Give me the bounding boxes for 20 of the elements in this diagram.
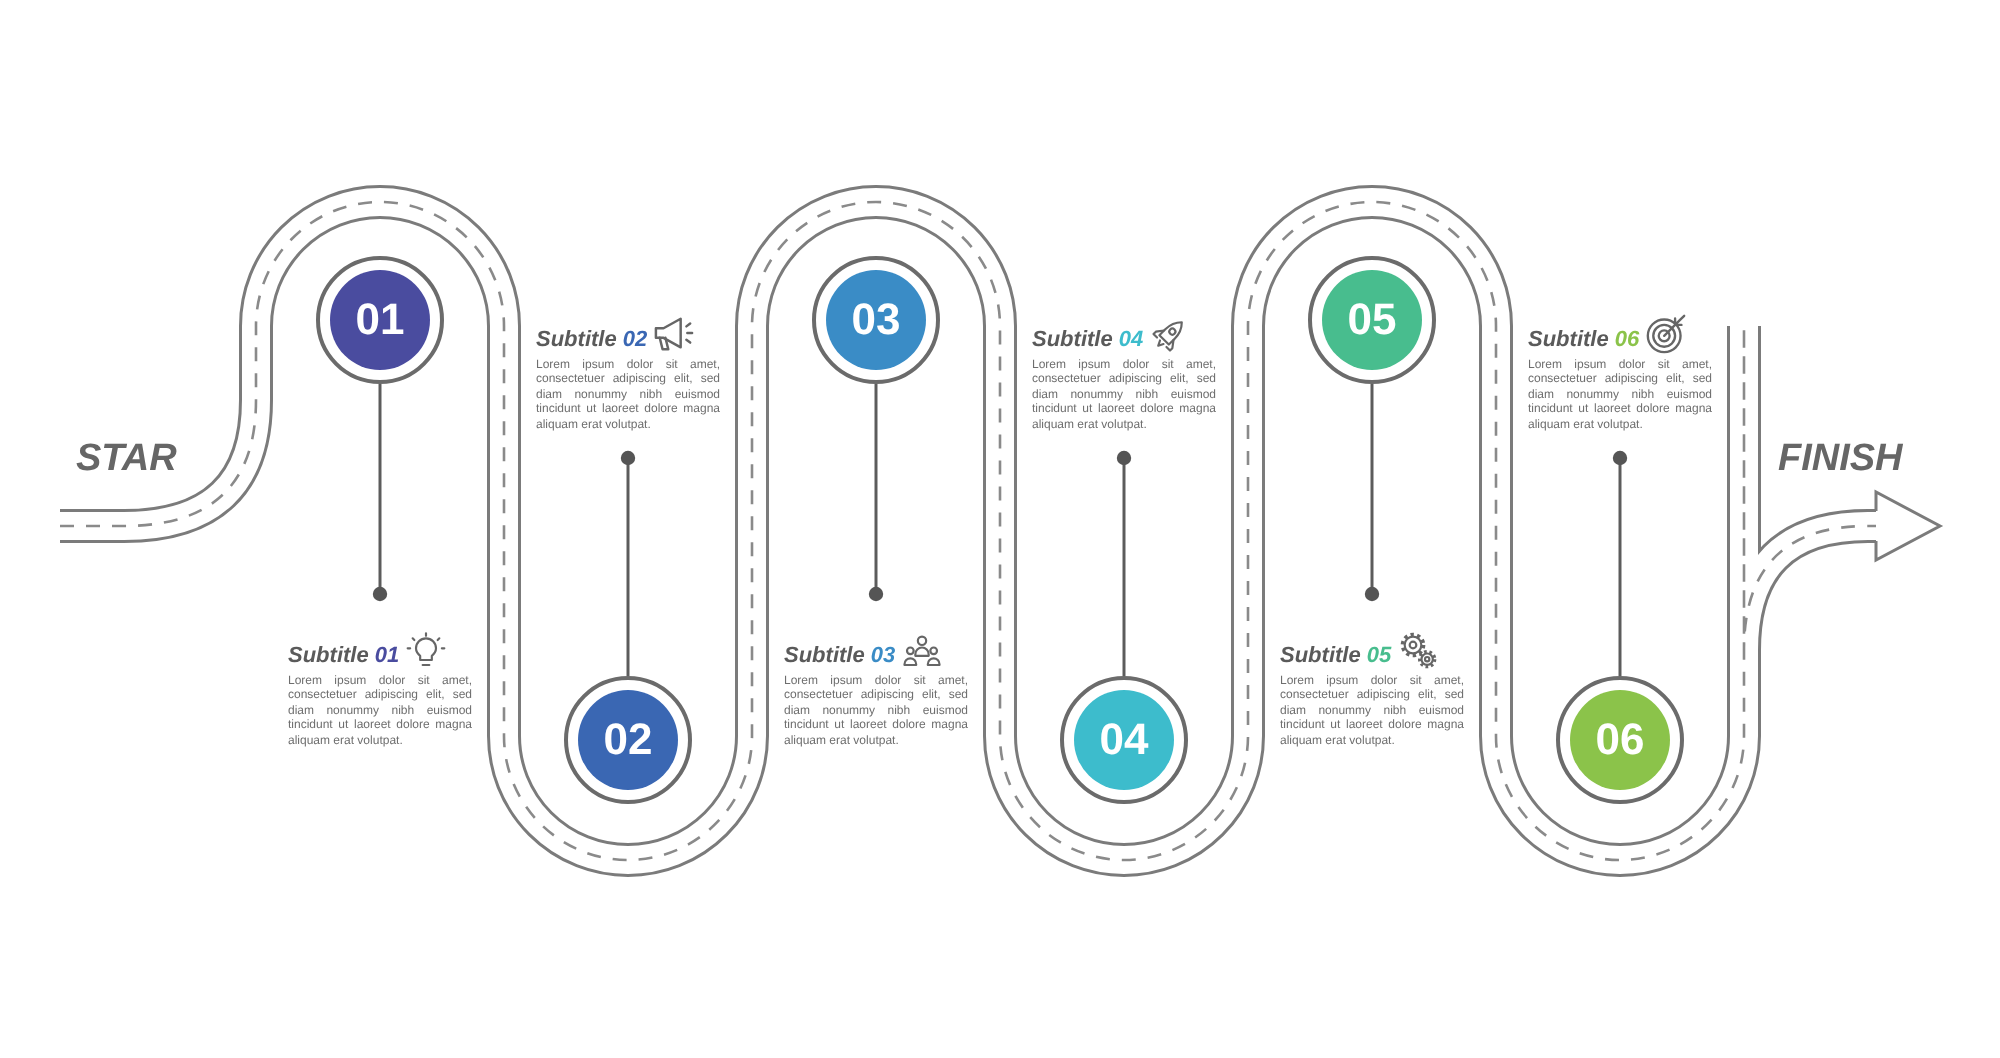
leader-line — [868, 384, 884, 602]
subtitle-heading: Subtitle 03 — [784, 644, 896, 670]
leader-line — [1364, 384, 1380, 602]
leader-line — [620, 450, 636, 676]
leader-line — [1116, 450, 1132, 676]
subtitle-heading: Subtitle 06 — [1528, 327, 1640, 354]
step-number-circle: 02 — [564, 676, 692, 804]
subtitle-heading: Subtitle 01 — [288, 644, 400, 670]
step-number-circle: 01 — [316, 256, 444, 384]
step-number-circle: 05 — [1308, 256, 1436, 384]
step-number-circle: 06 — [1556, 676, 1684, 804]
step-number-circle: 03 — [812, 256, 940, 384]
subtitle-heading: Subtitle 05 — [1280, 644, 1392, 670]
step-number-circle: 04 — [1060, 676, 1188, 804]
finish-label: FINISH — [1778, 438, 1903, 482]
leader-line — [1612, 450, 1628, 676]
subtitle-heading: Subtitle 02 — [536, 327, 648, 354]
start-label: STAR — [76, 438, 177, 482]
leader-line — [372, 384, 388, 602]
subtitle-heading: Subtitle 04 — [1032, 327, 1144, 354]
